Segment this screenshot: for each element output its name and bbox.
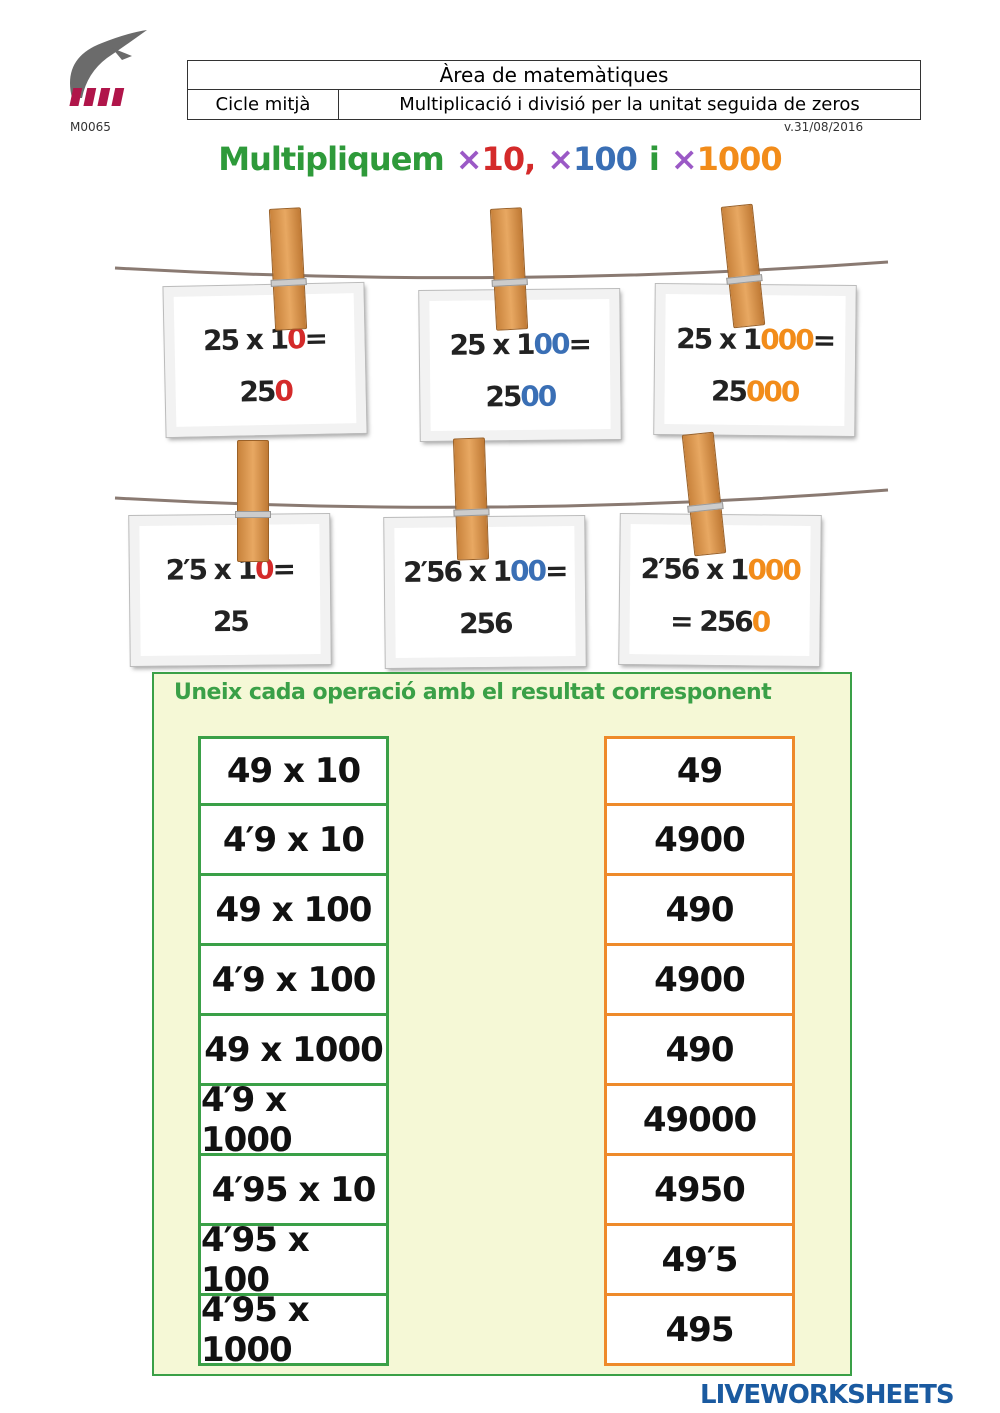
result-cell[interactable]: 49′5 — [604, 1226, 795, 1296]
card-text: = 256 — [669, 604, 752, 639]
operation-cell[interactable]: 4′9 x 100 — [198, 946, 389, 1016]
card-text: 00 — [533, 327, 569, 361]
operation-cell[interactable]: 49 x 10 — [198, 736, 389, 806]
clothesline-bottom — [114, 488, 889, 509]
result-cell[interactable]: 490 — [604, 1016, 795, 1086]
title-part: ×100 — [547, 140, 638, 178]
card-text: 25 x 1 — [676, 322, 761, 357]
card-text: = — [568, 327, 591, 361]
card-line: 25 x 1000= — [665, 322, 845, 357]
title-part: i — [648, 140, 660, 178]
result-cell[interactable]: 49 — [604, 736, 795, 806]
title-part: ×1000 — [670, 140, 783, 178]
school-logo — [69, 30, 147, 106]
card-text: 0 — [751, 605, 770, 639]
card-text: 2′56 x 1 — [640, 552, 748, 587]
card-text: 000 — [745, 374, 799, 409]
result-cell[interactable]: 4900 — [604, 806, 795, 876]
card-text: 25 — [710, 374, 747, 408]
card-text: 00 — [520, 379, 556, 413]
card-text: 00 — [509, 554, 546, 588]
card-text: = — [304, 321, 327, 356]
card-line: 256 — [395, 606, 575, 641]
card-text: 2′56 x 1 — [402, 554, 511, 589]
matching-exercise: Uneix cada operació amb el resultat corr… — [152, 672, 852, 1376]
version-date: v.31/08/2016 — [784, 120, 864, 134]
card-line: 250 — [175, 373, 356, 410]
area-title: Àrea de matemàtiques — [188, 61, 920, 90]
title-part: Multipliquem — [218, 140, 444, 178]
card-line: = 2560 — [630, 604, 810, 639]
worksheet-code: M0065 — [70, 120, 111, 134]
clothespin-icon — [235, 440, 271, 562]
example-card: 2′5 x 10= 25 — [128, 512, 332, 668]
card-text: 000 — [747, 553, 801, 587]
clothespin-icon — [489, 207, 529, 331]
page-title: Multipliquem ×10, ×100 i ×1000 — [0, 140, 1000, 178]
operation-cell[interactable]: 49 x 100 — [198, 876, 389, 946]
result-cell[interactable]: 4950 — [604, 1156, 795, 1226]
operation-cell[interactable]: 4′9 x 1000 — [198, 1080, 389, 1160]
card-line: 25 x 100= — [430, 327, 610, 362]
liveworksheets-logo: LIVEWORKSHEETS — [700, 1380, 955, 1410]
exercise-instruction: Uneix cada operació amb el resultat corr… — [174, 680, 772, 705]
card-text: = — [272, 552, 295, 586]
card-line: 25000 — [665, 374, 845, 409]
operation-cell[interactable]: 4′95 x 1000 — [198, 1290, 389, 1370]
result-cell[interactable]: 495 — [604, 1296, 795, 1366]
operation-cell[interactable]: 4′95 x 100 — [198, 1220, 389, 1300]
card-text: 25 — [485, 379, 521, 414]
result-cell[interactable]: 490 — [604, 876, 795, 946]
operation-cell[interactable]: 49 x 1000 — [198, 1016, 389, 1086]
card-text: 25 x 1 — [449, 327, 534, 362]
card-text: 256 — [458, 606, 512, 641]
title-part: ×10, — [455, 140, 536, 178]
card-text: 0 — [274, 374, 293, 408]
cycle-label: Cicle mitjà — [188, 90, 339, 119]
operation-cell[interactable]: 4′95 x 10 — [198, 1156, 389, 1226]
operation-cell[interactable]: 4′9 x 10 — [198, 806, 389, 876]
card-text: 25 — [239, 374, 275, 409]
clothespin-icon — [268, 207, 308, 331]
watermark-text: LIVEWORKSHEETS — [700, 1380, 955, 1410]
result-cell[interactable]: 49000 — [604, 1086, 795, 1156]
card-line: 2500 — [430, 379, 610, 414]
card-line: 25 — [140, 604, 320, 639]
card-text: 25 — [212, 604, 248, 639]
result-cell[interactable]: 4900 — [604, 946, 795, 1016]
card-text: 000 — [760, 323, 813, 357]
clothespin-icon — [452, 437, 490, 561]
card-text: = — [812, 323, 835, 357]
card-text: = — [544, 554, 567, 588]
header-table: Àrea de matemàtiques Cicle mitjà Multipl… — [187, 60, 921, 120]
card-line: 2′5 x 10= — [140, 552, 320, 587]
card-line: 2′56 x 1000 — [630, 552, 810, 587]
card-line: 25 x 10= — [174, 321, 355, 358]
example-card: 25 x 10= 250 — [162, 281, 368, 439]
topic-label: Multiplicació i divisió per la unitat se… — [399, 94, 860, 115]
